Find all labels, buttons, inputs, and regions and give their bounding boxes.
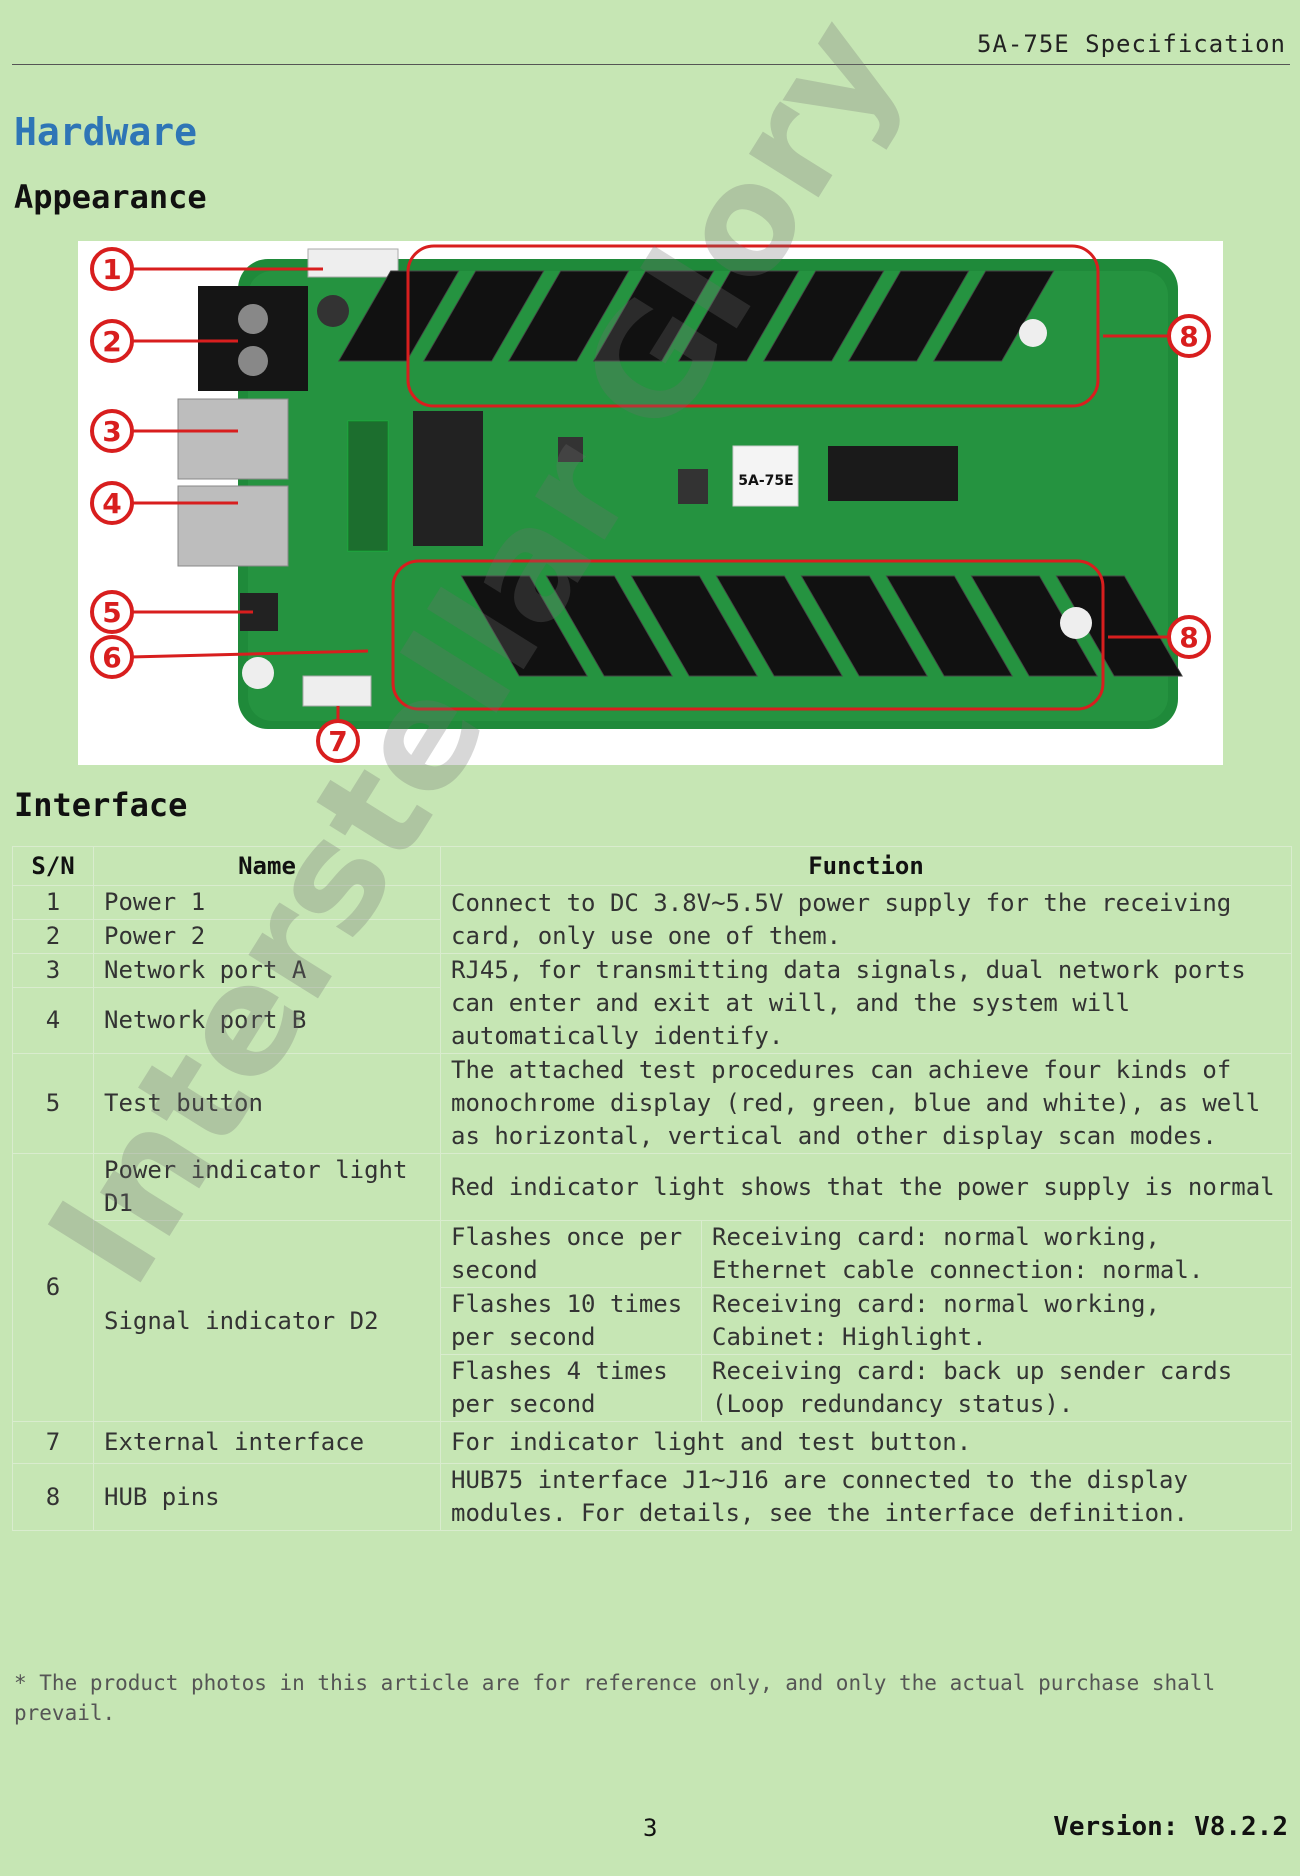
callout-5: 5 (90, 590, 134, 634)
svg-text:8: 8 (1179, 320, 1198, 353)
flash-mode-cell: Flashes 4 times per second (440, 1354, 702, 1422)
flash-mode-cell: Flashes once per second (440, 1220, 702, 1288)
sn-cell: 4 (12, 987, 94, 1054)
callout-7: 7 (316, 719, 360, 763)
svg-text:3: 3 (102, 415, 121, 448)
name-cell: External interface (93, 1421, 441, 1464)
sn-cell: 7 (12, 1421, 94, 1464)
callout-4: 4 (90, 481, 134, 525)
table-row: 7 External interface For indicator light… (12, 1421, 1292, 1464)
sn-cell: 8 (12, 1463, 94, 1531)
sn-cell: 3 (12, 953, 94, 988)
callout-2: 2 (90, 319, 134, 363)
callout-8-bottom: 8 (1167, 615, 1211, 659)
table-row: Signal indicator D2 Flashes once per sec… (13, 1220, 1292, 1422)
function-cell: The attached test procedures can achieve… (440, 1053, 1292, 1154)
flash-meaning-cell: Receiving card: normal working, Ethernet… (701, 1220, 1292, 1288)
hub-group-outline-top (406, 244, 1100, 408)
table-row: 3 Network port A RJ45, for transmitting … (12, 953, 1292, 1054)
external-interface-connector (302, 675, 372, 707)
document-title: 5A-75E Specification (977, 30, 1286, 58)
function-cell: RJ45, for transmitting data signals, dua… (440, 953, 1292, 1054)
page-number: 3 (643, 1814, 658, 1842)
network-port-b (177, 485, 289, 567)
section-heading-hardware: Hardware (14, 110, 198, 154)
svg-text:4: 4 (102, 487, 121, 520)
name-cell: Test button (93, 1053, 441, 1154)
table-row: 4 Network port B (12, 987, 1292, 1054)
header-divider (12, 64, 1290, 65)
table-row: 2 Power 2 (12, 919, 1292, 954)
sn-cell: 2 (12, 919, 94, 954)
column-header-name: Name (93, 846, 441, 886)
name-cell: Network port A (93, 953, 441, 988)
table-row: 8 HUB pins HUB75 interface J1~J16 are co… (12, 1463, 1292, 1531)
subheading-appearance: Appearance (14, 178, 207, 216)
function-cell: Red indicator light shows that the power… (440, 1153, 1292, 1221)
version-label: Version: V8.2.2 (1053, 1812, 1288, 1842)
table-row: 6 Power indicator light D1 Red indicator… (12, 1153, 1292, 1422)
name-cell: Power indicator light D1 (93, 1153, 441, 1221)
table-row: 1 Power 1 Connect to DC 3.8V~5.5V power … (12, 885, 1292, 954)
callout-3: 3 (90, 409, 134, 453)
flash-meaning-cell: Receiving card: back up sender cards (Lo… (701, 1354, 1292, 1422)
network-port-a (177, 398, 289, 480)
table-row: Flashes 10 times per second Receiving ca… (13, 1287, 1292, 1355)
board-label: 5A-75E (738, 473, 793, 489)
column-header-sn: S/N (12, 846, 94, 886)
function-cell: Connect to DC 3.8V~5.5V power supply for… (440, 885, 1292, 954)
chip (828, 446, 958, 501)
sn-cell: 6 (12, 1153, 94, 1422)
table-header-row: S/N Name Function (12, 846, 1292, 886)
name-cell: Power 1 (93, 885, 441, 920)
flash-mode-cell: Flashes 10 times per second (440, 1287, 702, 1355)
svg-text:5: 5 (102, 596, 121, 629)
subheading-interface: Interface (14, 786, 188, 824)
hub-connectors-top (337, 270, 1055, 362)
name-cell: Signal indicator D2 (93, 1220, 441, 1422)
interface-table: S/N Name Function 1 Power 1 Connect to D… (12, 846, 1292, 1531)
footnote: * The product photos in this article are… (14, 1671, 1216, 1725)
board-label-sticker (732, 445, 799, 507)
column-header-function: Function (440, 846, 1292, 886)
svg-text:6: 6 (102, 641, 121, 674)
sn-cell: 5 (12, 1053, 94, 1154)
callout-1: 1 (90, 247, 134, 291)
svg-text:2: 2 (102, 325, 121, 358)
board-photo: 5A-75E (78, 241, 1223, 765)
chip (413, 411, 483, 546)
svg-text:1: 1 (102, 253, 121, 286)
board-illustration: 5A-75E (90, 244, 1211, 763)
callout-6: 6 (90, 635, 134, 679)
name-cell: Network port B (93, 987, 441, 1054)
svg-text:7: 7 (328, 725, 347, 758)
function-cell: For indicator light and test button. (440, 1421, 1292, 1464)
flash-meaning-cell: Receiving card: normal working, Cabinet:… (701, 1287, 1292, 1355)
name-cell: Power 2 (93, 919, 441, 954)
name-cell: HUB pins (93, 1463, 441, 1531)
hub-connectors-bottom (460, 575, 1183, 677)
sn-cell: 1 (12, 885, 94, 920)
svg-text:8: 8 (1179, 621, 1198, 654)
power-connector (307, 248, 399, 278)
hub-group-outline-bottom (391, 559, 1105, 711)
callout-8-top: 8 (1167, 314, 1211, 358)
function-cell: HUB75 interface J1~J16 are connected to … (440, 1463, 1292, 1531)
table-row: 5 Test button The attached test procedur… (12, 1053, 1292, 1154)
